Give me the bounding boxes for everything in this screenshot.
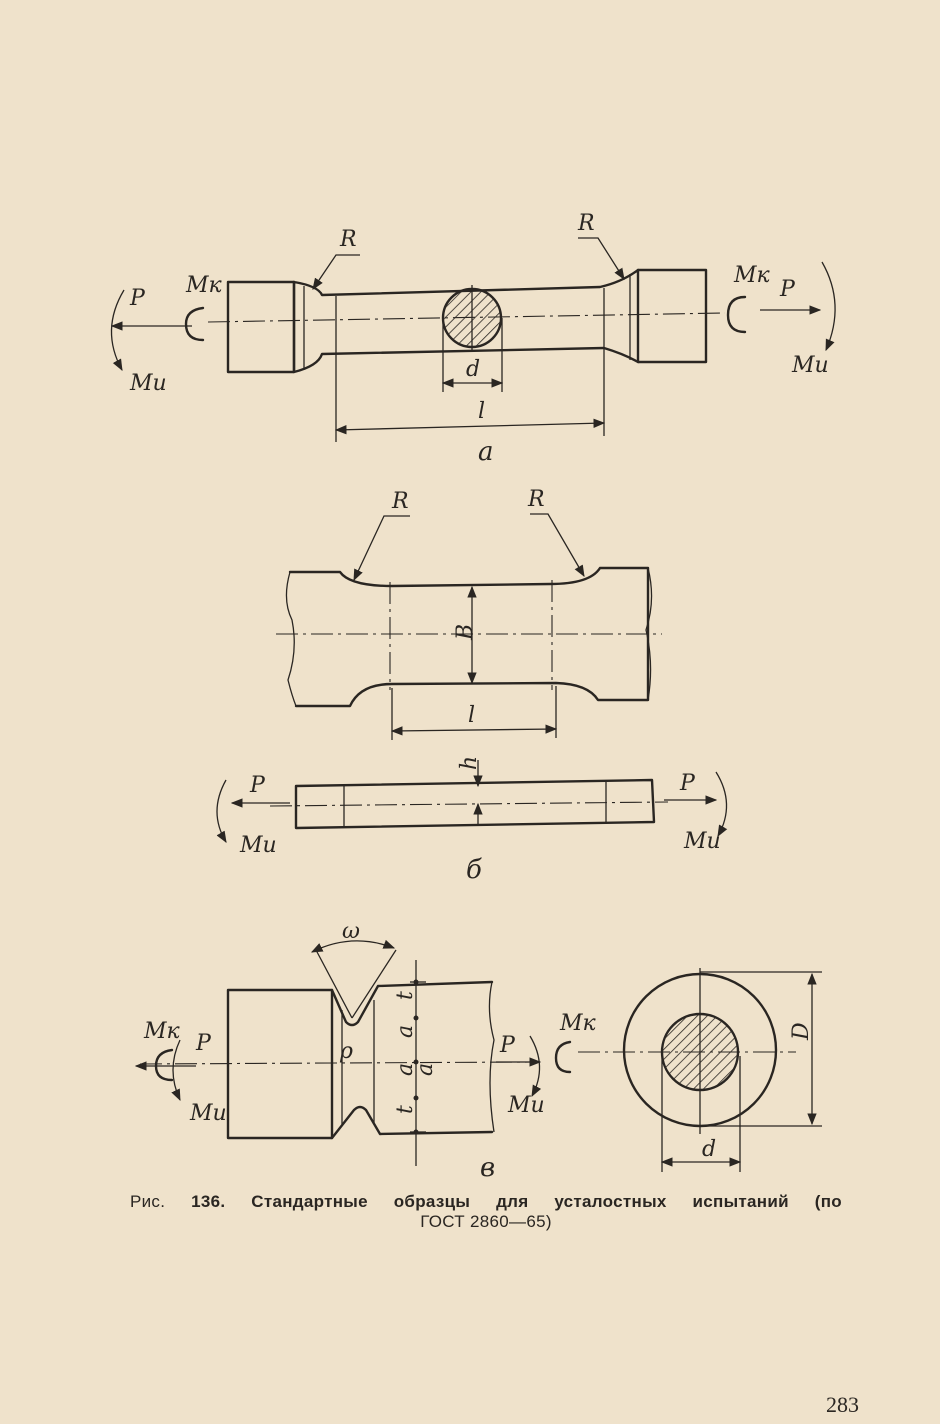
axis-b-side <box>269 801 669 807</box>
notch-top <box>330 980 494 1027</box>
specimen-b-side: h P Ми P Ми б <box>216 756 728 885</box>
label-P-left-b: P <box>249 773 266 798</box>
torque-symbol-v <box>554 1040 572 1074</box>
label-Mk-right-v: Мк <box>559 1011 597 1036</box>
label-P-right-v: P <box>499 1033 516 1058</box>
label-omega: ω <box>342 919 360 944</box>
label-l-b: l <box>468 703 475 728</box>
label-R-left-a: R <box>339 227 357 252</box>
label-d-v: d <box>702 1137 716 1162</box>
caption-word: испытаний <box>692 1192 789 1211</box>
label-D: D <box>789 1022 814 1041</box>
variant-letter-v: в <box>480 1153 495 1183</box>
torque-symbol-left-a <box>184 306 205 342</box>
grip-right <box>636 268 708 364</box>
caption-word: (по <box>814 1192 842 1211</box>
label-h: h <box>457 756 482 770</box>
variant-letter-a: a <box>478 437 494 467</box>
label-Mi-left-b: Ми <box>239 833 277 858</box>
label-P-left-v: P <box>195 1031 212 1056</box>
label-Mi-left-v: Ми <box>189 1101 227 1126</box>
label-B: B <box>453 624 478 641</box>
caption-word: 136. <box>191 1192 226 1211</box>
specimen-v-notched: ω ρ t a a a t Мк P Ми P Ми в <box>134 919 545 1183</box>
page-number: 283 <box>826 1392 859 1417</box>
label-l-a: l <box>478 399 485 424</box>
label-a-1: a <box>393 1025 418 1038</box>
label-t-top: t <box>393 991 418 1000</box>
label-Mk-left-v: Мк <box>143 1019 181 1044</box>
torque-symbol-right-a <box>726 295 747 334</box>
caption-line-2: ГОСТ 2860—65) <box>420 1212 552 1231</box>
specimen-b-plan: B l R R <box>276 487 662 740</box>
caption-word: для <box>496 1192 529 1211</box>
figure-136: d l R R Мк P Ми Мк P Ми a B <box>110 211 836 1183</box>
label-t-bottom: t <box>393 1105 418 1114</box>
label-Mi-right-b: Ми <box>683 829 721 854</box>
caption-word: усталостных <box>554 1192 667 1211</box>
notched-left-part <box>226 988 334 1140</box>
label-d-a: d <box>466 357 480 382</box>
label-P-right-b: P <box>679 771 696 796</box>
label-Mi-right-a: Ми <box>791 353 829 378</box>
bending-arrow-right-a <box>821 261 836 352</box>
label-rho: ρ <box>339 1039 353 1064</box>
variant-letter-b: б <box>466 855 482 885</box>
axis-v <box>139 1061 531 1065</box>
flat-side-body <box>294 778 656 830</box>
caption-word: Рис. <box>130 1192 166 1211</box>
notch-bottom <box>330 1105 494 1140</box>
specimen-a: d l R R Мк P Ми Мк P Ми a <box>110 211 836 467</box>
label-Mi-left-a: Ми <box>129 371 167 396</box>
label-R-left-b: R <box>391 489 409 514</box>
label-Mk-right-a: Мк <box>733 263 771 288</box>
label-P-right-a: P <box>779 277 796 302</box>
bending-arrow-left-a <box>110 289 125 372</box>
label-R-right-a: R <box>577 211 595 236</box>
label-a-3: a <box>413 1063 438 1076</box>
label-Mk-left-a: Мк <box>185 273 223 298</box>
caption-word: Стандартные <box>251 1192 368 1211</box>
label-Mi-right-v: Ми <box>507 1093 545 1118</box>
figure-caption: Рис. 136. Стандартные образцы для устало… <box>130 1192 842 1232</box>
specimen-v-section: Мк D d <box>554 968 822 1172</box>
label-a-2: a <box>393 1063 418 1076</box>
label-P-left-a: P <box>129 286 146 311</box>
grip-left <box>226 280 296 374</box>
caption-word: образцы <box>393 1192 471 1211</box>
label-R-right-b: R <box>527 487 545 512</box>
